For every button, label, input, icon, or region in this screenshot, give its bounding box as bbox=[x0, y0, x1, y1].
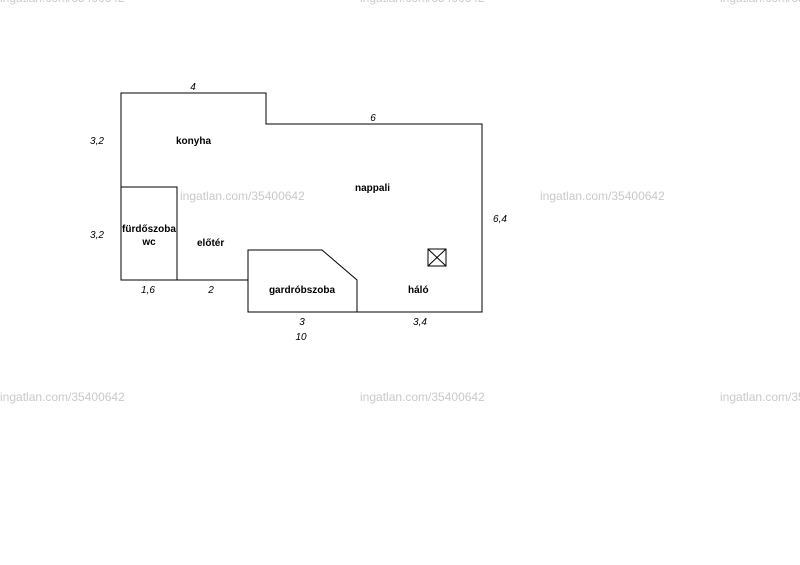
dimension-top-left: 4 bbox=[190, 82, 196, 93]
dimension-bottom-bath: 1,6 bbox=[141, 285, 155, 296]
dimension-left-lower: 3,2 bbox=[90, 230, 104, 241]
room-label-eloter: előtér bbox=[197, 238, 224, 249]
watermark-mid-right: ingatlan.com/35400642 bbox=[540, 189, 665, 203]
dimension-bottom-bedroom: 3,4 bbox=[413, 317, 427, 328]
shaft-symbol bbox=[427, 248, 447, 267]
watermark-top-left: ingatlan.com/35400642 bbox=[0, 0, 125, 5]
watermark-low-right: ingatlan.com/35400642 bbox=[720, 390, 800, 404]
room-label-gardrobszoba: gardróbszoba bbox=[269, 285, 336, 296]
room-label-furdoszoba: fürdőszoba bbox=[122, 224, 176, 235]
watermark-top-right: ingatlan.com/35400642 bbox=[720, 0, 800, 5]
room-label-nappali: nappali bbox=[355, 183, 390, 194]
dimension-left-upper: 3,2 bbox=[90, 136, 104, 147]
wardrobe-outline bbox=[247, 249, 358, 313]
dimension-total-width: 10 bbox=[295, 332, 307, 343]
watermark-mid-left: ingatlan.com/35400642 bbox=[180, 189, 305, 203]
shaft-cross-2 bbox=[427, 248, 447, 267]
dimension-top-right: 6 bbox=[370, 113, 376, 124]
dimension-bottom-hall: 2 bbox=[207, 285, 214, 296]
bathroom-outline bbox=[120, 186, 178, 281]
watermark-top-center: ingatlan.com/35400642 bbox=[360, 0, 485, 5]
watermark-low-center: ingatlan.com/35400642 bbox=[360, 390, 485, 404]
watermark-low-left: ingatlan.com/35400642 bbox=[0, 390, 125, 404]
dimension-right: 6,4 bbox=[493, 214, 507, 225]
room-label-wc: wc bbox=[141, 237, 156, 248]
dimension-bottom-wardrobe: 3 bbox=[299, 317, 305, 328]
room-label-halo: háló bbox=[408, 285, 429, 296]
outer-wall-top-left bbox=[120, 92, 483, 313]
room-label-konyha: konyha bbox=[176, 136, 211, 147]
